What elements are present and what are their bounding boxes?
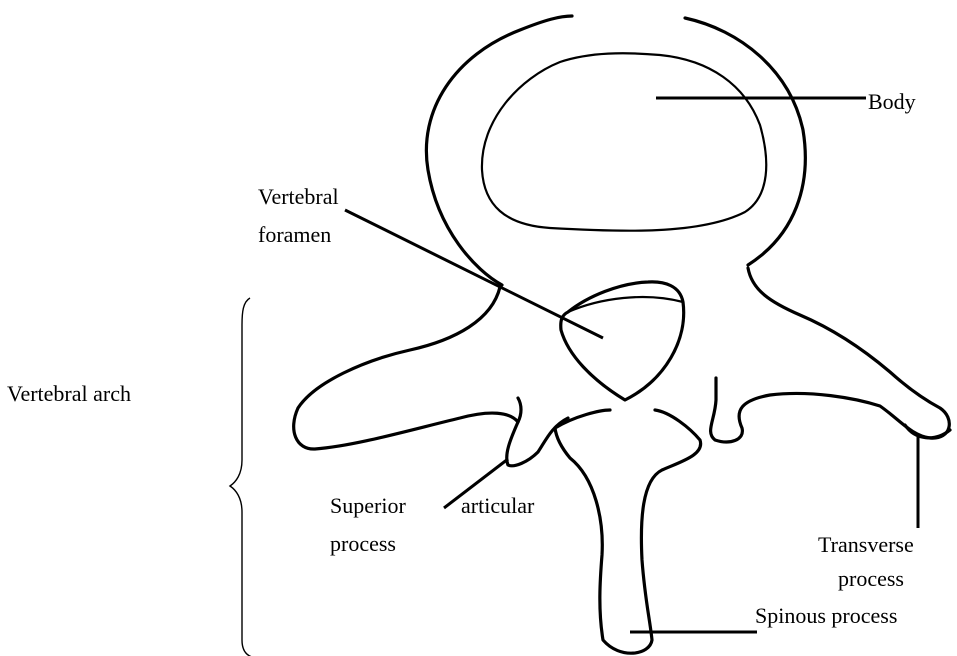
left-arch-outline [294, 287, 568, 466]
label-superior-articular-line2: process [330, 530, 396, 557]
vertebral-arch-brace [230, 298, 252, 656]
label-spinous-process: Spinous process [755, 602, 897, 629]
vertebral-body-inner-outline [482, 53, 766, 231]
label-vertebral-arch: Vertebral arch [7, 380, 131, 407]
label-vertebral-foramen-line1: Vertebral [258, 183, 339, 210]
label-superior-articular-word1: Superior [330, 492, 406, 519]
spinous-process-outline [555, 410, 701, 653]
right-transverse-tip [905, 425, 950, 438]
label-transverse-process-line1: Transverse [818, 531, 914, 558]
label-superior-articular-word2: articular [461, 492, 534, 519]
label-vertebral-foramen-line2: foramen [258, 221, 331, 248]
label-body: Body [868, 88, 916, 115]
right-arch-outline [711, 268, 950, 442]
label-transverse-process-line2: process [838, 565, 904, 592]
left-superior-articular-process [518, 398, 521, 422]
